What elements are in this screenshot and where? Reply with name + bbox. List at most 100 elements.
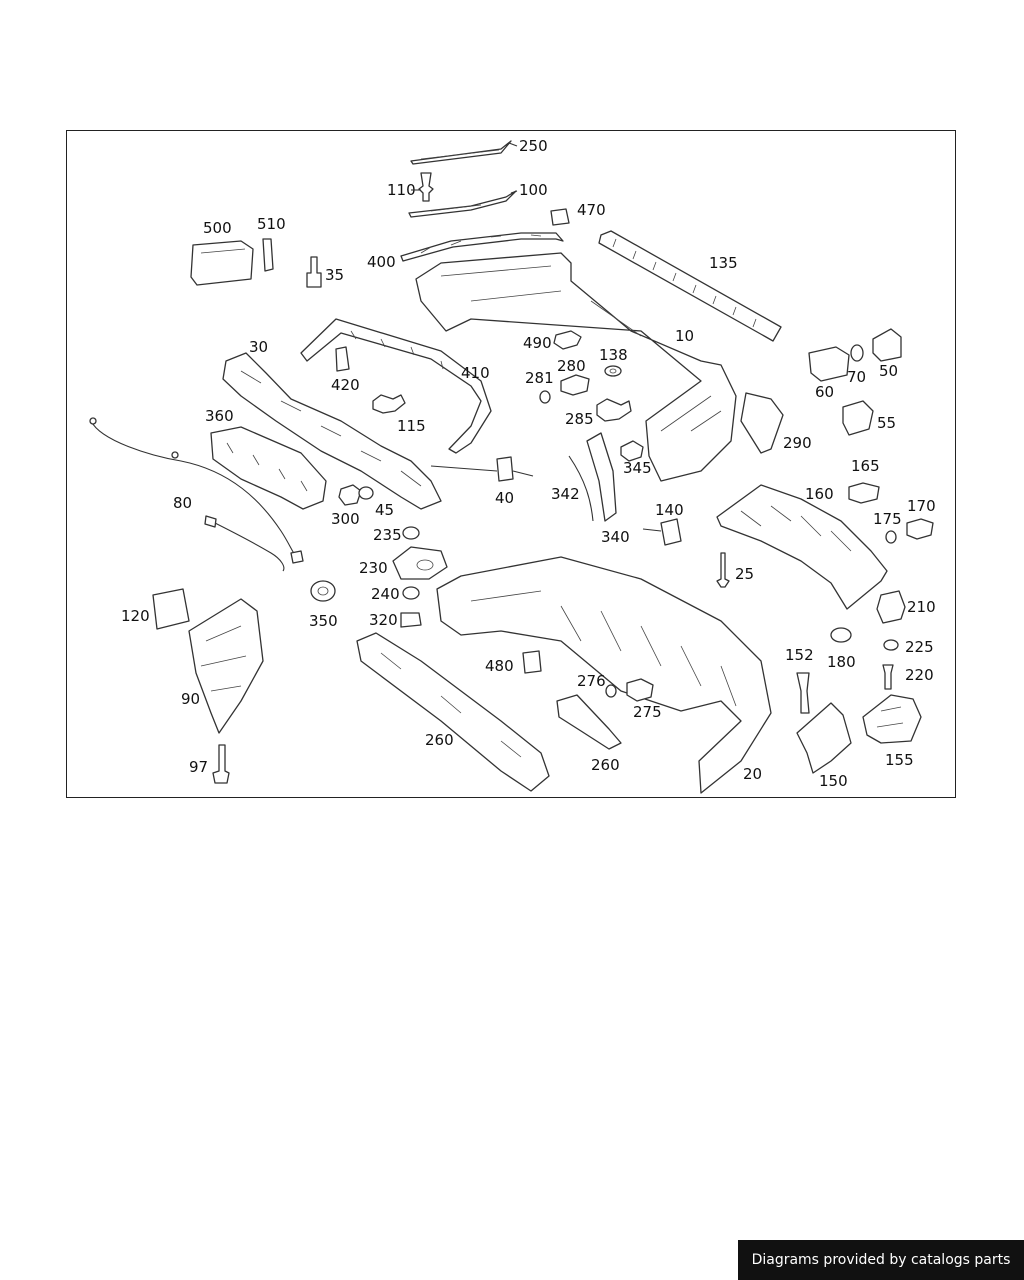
bracket-140[interactable] [642,518,682,546]
callout-label: 470 [577,201,606,219]
callout-label: 160 [805,485,834,503]
callout-label: 250 [519,137,548,155]
washer-240[interactable] [402,586,420,600]
ring-70[interactable] [850,344,864,362]
flap-290[interactable] [740,392,784,454]
callout-label: 230 [359,559,388,577]
diagram-frame: 250 110 100 470 500 510 35 400 135 10 30… [66,130,956,798]
callout-label: 140 [655,501,684,519]
callout-label: 280 [557,357,586,375]
plate-120[interactable] [152,588,190,630]
washer-175[interactable] [885,530,897,544]
nut-138[interactable] [604,365,622,377]
bolt-165[interactable] [848,482,880,504]
bolt-170[interactable] [906,518,934,540]
absorber-360[interactable] [210,426,327,510]
callout-label: 110 [387,181,416,199]
washer-281[interactable] [539,390,551,404]
callout-label: 360 [205,407,234,425]
bolt-345[interactable] [620,440,644,462]
guide-260-left[interactable] [356,632,550,792]
callout-label: 70 [847,368,866,386]
cap-180[interactable] [830,627,852,643]
diffuser-20[interactable] [436,556,772,794]
callout-label: 276 [577,672,606,690]
mount-230[interactable] [392,546,448,580]
trim-strip-400[interactable] [400,232,564,262]
callout-label: 50 [879,362,898,380]
underbody-panel-160[interactable] [716,484,888,610]
clip-480[interactable] [522,650,542,674]
trim-strip-100[interactable] [408,190,517,218]
wiring-harness-80[interactable] [89,417,304,572]
strip-342[interactable] [568,455,594,522]
fastener-285[interactable] [596,398,632,422]
nut-300[interactable] [338,484,362,506]
callout-label: 97 [189,758,208,776]
grille-strip-135[interactable] [598,230,782,342]
callout-label: 35 [325,266,344,284]
callout-label: 55 [877,414,896,432]
bolt-275[interactable] [626,678,654,702]
callout-label: 345 [623,459,652,477]
bracket-90[interactable] [188,598,264,734]
callout-label: 275 [633,703,662,721]
washer-276[interactable] [605,684,617,698]
callout-label: 420 [331,376,360,394]
callout-label: 40 [495,489,514,507]
rivet-25[interactable] [716,552,730,588]
screw-220[interactable] [882,664,894,690]
cap-55[interactable] [842,400,874,436]
footer-credit-banner: Diagrams provided by catalogs parts [738,1240,1024,1280]
bolt-280[interactable] [560,374,590,396]
trim-340[interactable] [586,432,617,522]
trim-strip-250[interactable] [410,140,512,165]
callout-label: 350 [309,612,338,630]
callout-label: 170 [907,497,936,515]
fastener-115[interactable] [372,394,406,414]
bracket-510[interactable] [262,238,274,272]
callout-label: 115 [397,417,426,435]
callout-label: 290 [783,434,812,452]
washer-235[interactable] [402,526,420,540]
callout-label: 220 [905,666,934,684]
callout-label: 410 [461,364,490,382]
callout-label: 281 [525,369,554,387]
parts-diagram: 250 110 100 470 500 510 35 400 135 10 30… [89,137,936,794]
duct-155[interactable] [862,694,922,744]
clip-pin-110[interactable] [418,172,434,202]
bush-320[interactable] [400,612,422,628]
callout-label: 60 [815,383,834,401]
callout-label: 260 [591,756,620,774]
cover-panel-500[interactable] [190,240,254,286]
washer-225[interactable] [883,639,899,651]
footer-credit-text: Diagrams provided by catalogs parts [751,1252,1011,1268]
callout-label: 225 [905,638,934,656]
bumper-cover-10[interactable] [415,252,737,482]
callout-label: 90 [181,690,200,708]
callout-label: 240 [371,585,400,603]
screw-35[interactable] [306,256,322,288]
rivet-152[interactable] [796,672,810,714]
callout-label: 135 [709,254,738,272]
bracket-30[interactable] [222,352,442,510]
bracket-150[interactable] [796,702,852,774]
guide-260-right[interactable] [556,694,622,750]
washer-45[interactable] [358,486,374,500]
clip-470[interactable] [550,208,570,226]
callout-label: 152 [785,646,814,664]
bolt-97[interactable] [212,744,230,784]
callout-label: 100 [519,181,548,199]
holder-50[interactable] [872,328,902,362]
clip-420[interactable] [335,346,350,372]
sensor-60[interactable] [808,346,850,382]
callout-label: 30 [249,338,268,356]
callout-label: 138 [599,346,628,364]
reinforcement-410[interactable] [300,318,492,454]
callout-label: 120 [121,607,150,625]
bracket-40[interactable] [430,456,514,482]
bolt-490[interactable] [553,330,582,350]
connector-210[interactable] [876,590,906,624]
callout-label: 45 [375,501,394,519]
grommet-350[interactable] [310,580,336,602]
